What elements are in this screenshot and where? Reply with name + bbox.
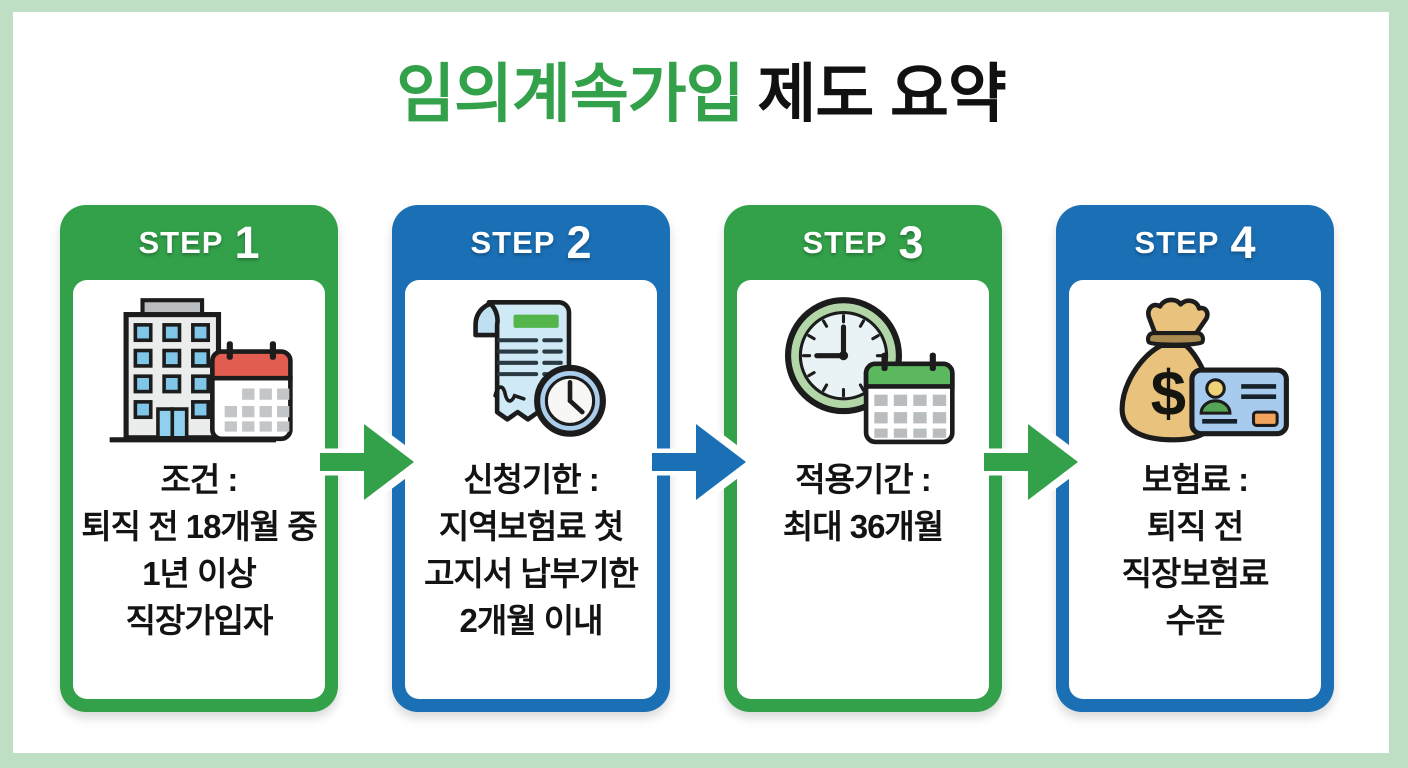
- step-panel: 조건 : 퇴직 전 18개월 중 1년 이상 직장가입자: [73, 280, 325, 699]
- step-header: STEP 3: [724, 205, 1002, 280]
- svg-text:$: $: [1151, 358, 1186, 429]
- step-description-line: 직장보험료: [1121, 555, 1270, 592]
- step-label: STEP: [470, 224, 556, 260]
- step-label: STEP: [1134, 224, 1220, 260]
- step-panel: 신청기한 : 지역보험료 첫 고지서 납부기한 2개월 이내: [405, 280, 657, 699]
- step-description-line: 적용기간 :: [795, 461, 932, 498]
- step-description-line: 조건 :: [160, 461, 239, 498]
- step-panel: $ 보험료 : 퇴직 전 직장보험료 수준: [1069, 280, 1321, 699]
- receipt-clock-icon: [431, 292, 631, 446]
- step-description-line: 지역보험료 첫: [438, 508, 624, 545]
- step-card-2: STEP 2: [392, 205, 670, 712]
- step-label: STEP: [802, 224, 888, 260]
- moneybag-card-icon: $: [1095, 292, 1295, 446]
- step-header: STEP 4: [1056, 205, 1334, 280]
- arrow-right-icon: [652, 420, 752, 504]
- step-description: 신청기한 : 지역보험료 첫 고지서 납부기한 2개월 이내: [397, 456, 665, 644]
- step-description: 적용기간 : 최대 36개월: [729, 456, 997, 550]
- page-title-rest: 제도 요약: [757, 58, 1006, 130]
- arrow-right-icon: [320, 420, 420, 504]
- step-header: STEP 1: [60, 205, 338, 280]
- step-card-3: STEP 3: [724, 205, 1002, 712]
- step-description-line: 퇴직 전: [1146, 508, 1244, 545]
- clock-calendar-icon: [763, 292, 963, 446]
- step-description: 보험료 : 퇴직 전 직장보험료 수준: [1061, 456, 1329, 644]
- arrow-right-icon: [984, 420, 1084, 504]
- step-description-line: 보험료 :: [1141, 461, 1249, 498]
- step-number: 2: [566, 216, 592, 268]
- step-number: 3: [898, 216, 924, 268]
- step-number: 4: [1230, 216, 1256, 268]
- step-description-line: 신청기한 :: [463, 461, 600, 498]
- step-card-1: STEP 1: [60, 205, 338, 712]
- step-description-line: 고지서 납부기한: [424, 555, 639, 592]
- step-label: STEP: [138, 224, 224, 260]
- page-title-highlight: 임의계속가입: [396, 58, 744, 130]
- step-number: 1: [234, 216, 260, 268]
- step-description-line: 수준: [1165, 602, 1226, 639]
- step-header: STEP 2: [392, 205, 670, 280]
- step-description-line: 1년 이상: [142, 555, 257, 592]
- step-description-line: 직장가입자: [125, 602, 274, 639]
- step-panel: 적용기간 : 최대 36개월: [737, 280, 989, 699]
- step-description-line: 2개월 이내: [459, 602, 604, 639]
- step-card-4: STEP 4 $: [1056, 205, 1334, 712]
- step-description: 조건 : 퇴직 전 18개월 중 1년 이상 직장가입자: [65, 456, 333, 644]
- step-description-line: 최대 36개월: [782, 508, 944, 545]
- step-description-line: 퇴직 전 18개월 중: [81, 508, 317, 545]
- building-calendar-icon: [99, 292, 299, 446]
